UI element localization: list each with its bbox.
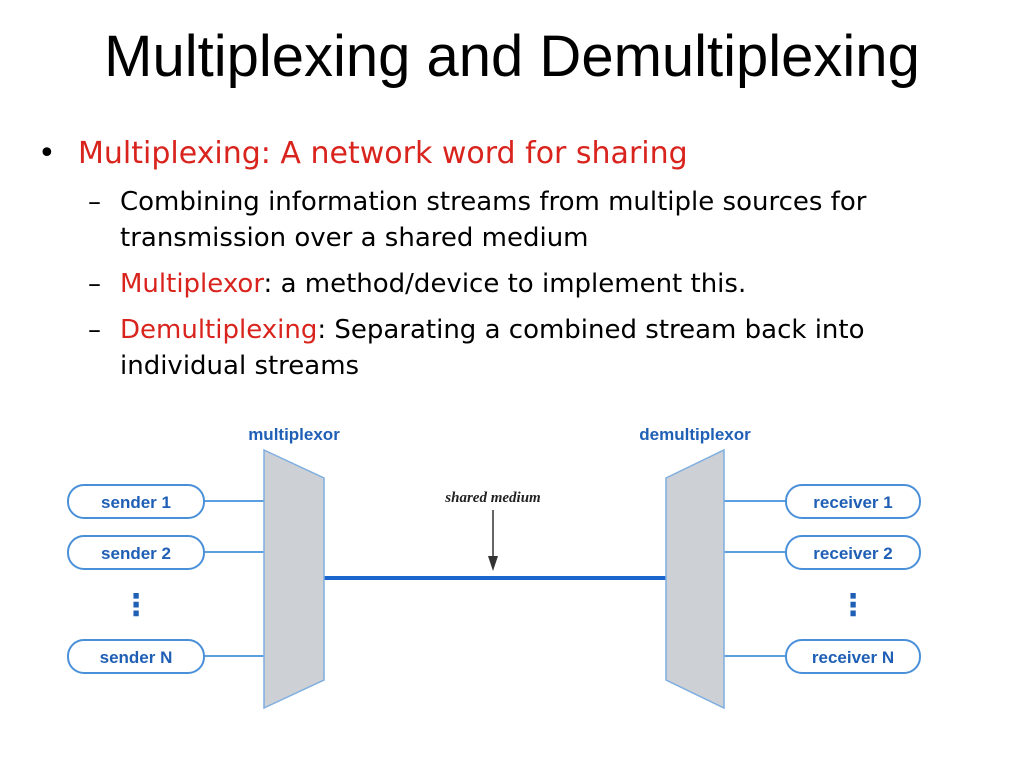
dash: –	[88, 187, 101, 217]
sub-bullet-text: : a method/device to implement this.	[263, 269, 747, 299]
sender-connectors	[204, 500, 264, 657]
shared-medium-label: shared medium	[444, 490, 540, 506]
slide-title: Multiplexing and Demultiplexing	[104, 24, 920, 89]
sub-bullet-multiplexor: Multiplexor: a method/device to implemen…	[120, 266, 940, 302]
shared-medium-arrow-head	[488, 556, 498, 571]
dash: –	[88, 269, 101, 299]
sender-2-box	[67, 535, 205, 570]
sender-ellipsis: ⋮	[121, 588, 151, 623]
receiver-2-box	[785, 535, 921, 570]
bullet-dot: •	[38, 136, 56, 171]
sub-bullet-text: Combining information streams from multi…	[120, 187, 867, 253]
sub-bullet-combining: Combining information streams from multi…	[120, 184, 940, 256]
receiver-n-label: receiver N	[812, 648, 894, 667]
multiplexor-device	[263, 448, 325, 710]
receiver-ellipsis: ⋮	[838, 588, 868, 623]
sub-bullet-demultiplexing: Demultiplexing: Separating a combined st…	[120, 312, 940, 384]
sub-bullet-text: : Separating a combined stream back into…	[120, 315, 865, 381]
term-demultiplexing: Demultiplexing	[120, 315, 318, 345]
demultiplexor-label: demultiplexor	[639, 425, 751, 444]
sender-n-box	[67, 639, 205, 674]
bullet-multiplexing: Multiplexing: A network word for sharing	[78, 136, 688, 171]
receiver-boxes: receiver 1 receiver 2 ⋮ receiver N	[785, 484, 921, 674]
receiver-1-label: receiver 1	[813, 493, 892, 512]
term-multiplexor: Multiplexor	[120, 269, 264, 299]
receiver-connectors	[724, 500, 786, 657]
bullet-list: • Multiplexing: A network word for shari…	[38, 136, 940, 384]
receiver-1-box	[785, 484, 921, 519]
multiplexor-label: multiplexor	[248, 425, 340, 444]
sender-n-label: sender N	[100, 648, 173, 667]
receiver-n-box	[785, 639, 921, 674]
sender-boxes: sender 1 sender 2 ⋮ sender N	[67, 484, 205, 674]
dash: –	[88, 315, 101, 345]
demultiplexor-device	[665, 448, 725, 710]
receiver-2-label: receiver 2	[813, 544, 892, 563]
sender-1-box	[67, 484, 205, 519]
sender-1-label: sender 1	[101, 493, 171, 512]
sender-2-label: sender 2	[101, 544, 171, 563]
